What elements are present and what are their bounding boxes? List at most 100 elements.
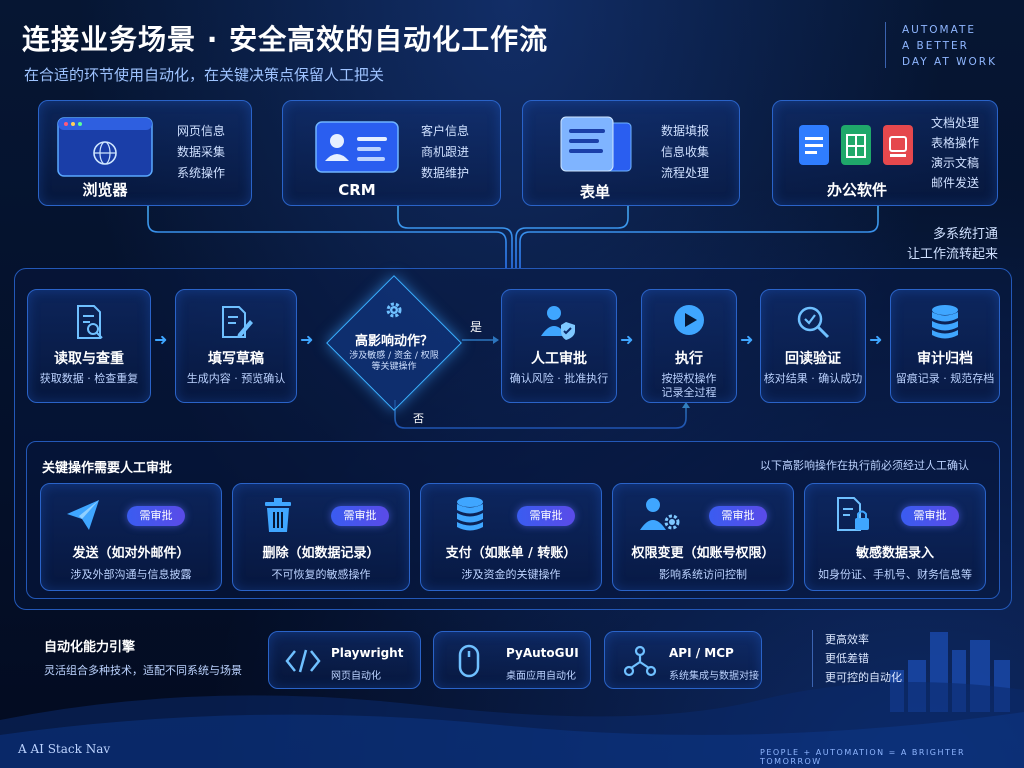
system-items: 客户信息 商机跟进 数据维护: [421, 121, 469, 184]
approval-card-delete: 需审批 删除（如数据记录） 不可恢复的敏感操作: [232, 483, 410, 591]
engine-name: Playwright: [331, 646, 404, 660]
integration-note: 多系统打通 让工作流转起来: [880, 225, 998, 265]
browser-icon: [57, 117, 153, 177]
benefits-list: 更高效率 更低差错 更可控的自动化: [812, 630, 902, 687]
benefit-item: 更高效率: [825, 633, 869, 646]
decision-name: 高影响动作？: [354, 334, 433, 349]
integration-note-line: 让工作流转起来: [906, 247, 998, 262]
code-icon: [285, 649, 321, 673]
arrow-right-icon: ➜: [154, 330, 168, 349]
paper-plane-icon: [67, 500, 99, 530]
system-item: 网页信息: [177, 124, 226, 138]
engine-desc-text: 网页自动化: [331, 671, 381, 682]
arrow-right-icon: ➜: [740, 330, 754, 349]
tagline-line: DAY AT WORK: [902, 56, 997, 68]
approval-item-name: 支付（如账单 / 转账）: [445, 546, 577, 561]
system-item: 商机跟进: [421, 145, 470, 159]
system-name: 浏览器: [82, 181, 128, 199]
system-name: 表单: [579, 183, 610, 201]
yes-label: 是: [470, 320, 483, 334]
approval-title: 关键操作需要人工审批: [42, 461, 173, 476]
database-icon: [932, 305, 958, 339]
tagline: AUTOMATE A BETTER DAY AT WORK: [885, 22, 997, 68]
system-item: 系统操作: [177, 166, 226, 180]
decision-desc: 涉及敏感 / 资金 / 权限 等关键操作: [349, 351, 439, 372]
flow-step-desc: 按授权操作 记录全过程: [661, 372, 717, 399]
approval-card-sensitive-data: 需审批 敏感数据录入 如身份证、手机号、财务信息等: [804, 483, 986, 591]
engine-card-pyautogui: PyAutoGUI 桌面应用自动化: [433, 631, 591, 689]
system-item: 邮件发送: [931, 176, 980, 190]
arrow-right-icon: ➜: [620, 330, 634, 349]
trash-icon: [265, 498, 291, 532]
approval-item-name: 删除（如数据记录）: [262, 546, 380, 561]
flow-step-draft: 填写草稿 生成内容 · 预览确认: [175, 289, 297, 403]
system-item: 数据维护: [421, 166, 470, 180]
contact-card-icon: [315, 121, 399, 173]
approval-item-desc: 如身份证、手机号、财务信息等: [818, 568, 972, 581]
approval-item-name: 敏感数据录入: [855, 546, 934, 561]
system-name: 办公软件: [826, 181, 887, 199]
coin-stack-icon: [457, 497, 483, 531]
flow-step-name: 填写草稿: [208, 351, 264, 367]
system-item: 数据采集: [177, 145, 226, 159]
benefit-item: 更可控的自动化: [825, 671, 902, 684]
document-lock-icon: [837, 497, 869, 531]
mouse-icon: [458, 644, 480, 678]
flow-step-name: 人工审批: [531, 351, 587, 367]
office-apps-icon: [799, 125, 913, 165]
system-card-office: 办公软件 文档处理 表格操作 演示文稿 邮件发送: [772, 100, 998, 206]
engine-card-playwright: Playwright 网页自动化: [268, 631, 421, 689]
approval-item-desc: 影响系统访问控制: [659, 568, 747, 581]
system-card-browser: 浏览器 网页信息 数据采集 系统操作: [38, 100, 252, 206]
engine-name: PyAutoGUI: [506, 646, 579, 660]
benefit-item: 更低差错: [825, 652, 869, 665]
edit-document-icon: [222, 306, 253, 338]
system-item: 文档处理: [931, 116, 980, 130]
approval-item-desc: 涉及资金的关键操作: [461, 568, 561, 581]
flow-step-name: 读取与查重: [54, 351, 124, 367]
flow-step-verify: 回读验证 核对结果 · 确认成功: [760, 289, 866, 403]
brand-logo: A AI Stack Nav: [18, 742, 111, 756]
flow-step-read: 读取与查重 获取数据 · 检查重复: [27, 289, 151, 403]
system-card-form: 表单 数据填报 信息收集 流程处理: [522, 100, 740, 206]
engine-card-api-mcp: API / MCP 系统集成与数据对接: [604, 631, 762, 689]
system-items: 文档处理 表格操作 演示文稿 邮件发送: [931, 113, 979, 193]
document-search-icon: [77, 305, 103, 339]
flow-step-name: 审计归档: [917, 351, 973, 367]
flow-step-approval: 人工审批 确认风险 · 批准执行: [501, 289, 617, 403]
approval-item-name: 权限变更（如账号权限）: [631, 546, 775, 561]
approval-card-permission: 需审批 权限变更（如账号权限） 影响系统访问控制: [612, 483, 794, 591]
system-items: 数据填报 信息收集 流程处理: [661, 121, 709, 184]
approval-badge: 需审批: [331, 506, 389, 526]
system-item: 流程处理: [661, 166, 710, 180]
arrow-right-icon: ➜: [300, 330, 314, 349]
flow-step-name: 执行: [675, 351, 703, 367]
document-stack-icon: [560, 116, 632, 172]
flow-step-desc: 核对结果 · 确认成功: [763, 372, 863, 385]
page-title: 连接业务场景 · 安全高效的自动化工作流: [22, 23, 549, 56]
approval-item-name: 发送（如对外邮件）: [72, 546, 190, 561]
approval-note: 以下高影响操作在执行前必须经过人工确认: [760, 459, 969, 472]
flow-step-name: 回读验证: [785, 351, 841, 367]
network-icon: [623, 645, 657, 677]
flow-step-execute: 执行 按授权操作 记录全过程: [641, 289, 737, 403]
user-shield-icon: [541, 306, 575, 340]
approval-badge: 需审批: [517, 506, 575, 526]
approval-card-send: 需审批 发送（如对外邮件） 涉及外部沟通与信息披露: [40, 483, 222, 591]
engine-title: 自动化能力引擎: [44, 640, 136, 655]
approval-item-desc: 涉及外部沟通与信息披露: [70, 568, 192, 581]
system-item: 信息收集: [661, 145, 710, 159]
flow-step-desc: 生成内容 · 预览确认: [186, 372, 286, 385]
system-card-crm: CRM 客户信息 商机跟进 数据维护: [282, 100, 501, 206]
flow-step-desc: 获取数据 · 检查重复: [39, 372, 139, 385]
system-item: 数据填报: [661, 124, 710, 138]
system-name: CRM: [338, 181, 376, 199]
approval-badge: 需审批: [901, 506, 959, 526]
tagline-line: A BETTER: [902, 40, 969, 52]
system-item: 表格操作: [931, 136, 980, 150]
magnifier-check-icon: [797, 306, 830, 339]
approval-badge: 需审批: [709, 506, 767, 526]
approval-card-payment: 需审批 支付（如账单 / 转账） 涉及资金的关键操作: [420, 483, 602, 591]
no-label: 否: [413, 412, 424, 425]
